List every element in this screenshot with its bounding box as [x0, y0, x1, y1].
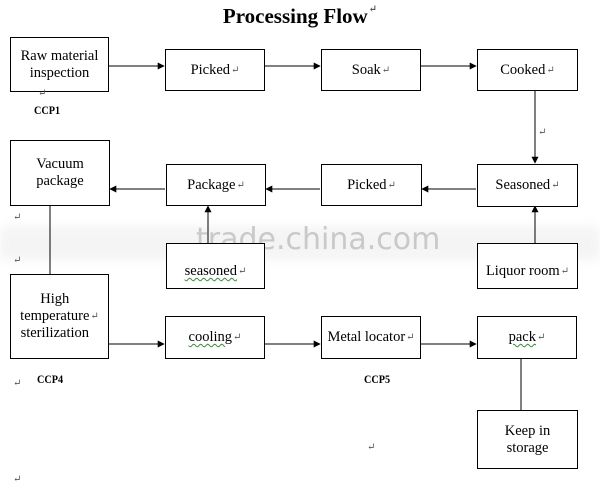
paragraph-mark: ↵ [538, 127, 547, 138]
page-title: Processing Flow↵ [222, 4, 378, 28]
paragraph-mark: ↵ [367, 442, 376, 453]
step-soak: Soak↵ [321, 49, 421, 91]
step-raw-material-inspection: Raw material inspection [10, 37, 109, 92]
paragraph-mark: ↵ [38, 88, 47, 99]
ccp1-label: CCP1 [34, 103, 61, 117]
input-liquor-room: Liquor room↵ [477, 243, 578, 289]
step-keep-in-storage: Keep in storage [477, 410, 578, 469]
paragraph-mark: ↵ [13, 474, 22, 485]
input-seasoned: seasoned↵ [166, 243, 265, 289]
step-cooked: Cooked↵ [477, 49, 578, 91]
ccp5-label: CCP5 [364, 372, 391, 386]
step-package: Package↵ [166, 164, 266, 206]
step-picked-1: Picked↵ [165, 49, 265, 91]
paragraph-mark: ↵ [13, 378, 22, 389]
step-seasoned: Seasoned↵ [477, 164, 578, 207]
ccp4-label: CCP4 [37, 372, 64, 386]
step-cooling: cooling↵ [165, 316, 265, 359]
step-vacuum-package: Vacuum package [10, 140, 110, 206]
paragraph-mark: ↵ [13, 255, 22, 266]
step-metal-locator: Metal locator↵ [321, 316, 421, 359]
paragraph-mark: ↵ [13, 212, 22, 223]
step-pack: pack↵ [477, 316, 577, 359]
step-picked-2: Picked↵ [321, 164, 422, 206]
step-high-temperature-sterilization: High temperature sterilization↵ [10, 274, 109, 359]
